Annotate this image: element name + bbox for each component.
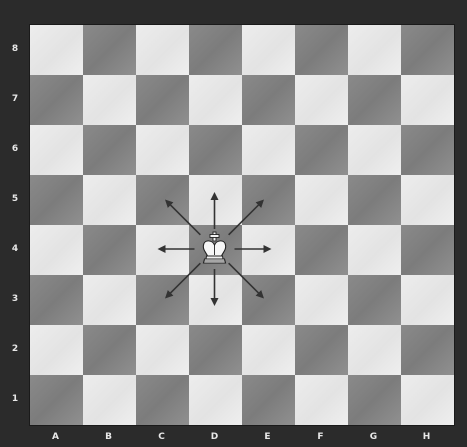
- rank-label-5: 5: [9, 193, 21, 205]
- square-c3[interactable]: [136, 275, 189, 325]
- square-a1[interactable]: [30, 375, 83, 425]
- square-e2[interactable]: [242, 325, 295, 375]
- square-g3[interactable]: [348, 275, 401, 325]
- square-e5[interactable]: [242, 175, 295, 225]
- chessboard: [29, 24, 455, 426]
- square-h8[interactable]: [401, 25, 454, 75]
- square-c4[interactable]: [136, 225, 189, 275]
- square-d2[interactable]: [189, 325, 242, 375]
- file-label-h: H: [400, 431, 453, 443]
- square-e8[interactable]: [242, 25, 295, 75]
- square-f4[interactable]: [295, 225, 348, 275]
- rank-label-6: 6: [9, 143, 21, 155]
- square-e1[interactable]: [242, 375, 295, 425]
- file-label-a: A: [29, 431, 82, 443]
- rank-label-2: 2: [9, 343, 21, 355]
- square-g5[interactable]: [348, 175, 401, 225]
- square-h6[interactable]: [401, 125, 454, 175]
- rank-label-3: 3: [9, 293, 21, 305]
- rank-label-1: 1: [9, 393, 21, 405]
- square-f8[interactable]: [295, 25, 348, 75]
- square-b3[interactable]: [83, 275, 136, 325]
- square-f6[interactable]: [295, 125, 348, 175]
- square-d6[interactable]: [189, 125, 242, 175]
- square-h7[interactable]: [401, 75, 454, 125]
- rank-label-7: 7: [9, 93, 21, 105]
- square-a8[interactable]: [30, 25, 83, 75]
- square-f5[interactable]: [295, 175, 348, 225]
- square-a3[interactable]: [30, 275, 83, 325]
- square-a7[interactable]: [30, 75, 83, 125]
- square-a6[interactable]: [30, 125, 83, 175]
- rank-label-8: 8: [9, 43, 21, 55]
- file-label-d: D: [188, 431, 241, 443]
- square-d8[interactable]: [189, 25, 242, 75]
- square-d7[interactable]: [189, 75, 242, 125]
- square-f3[interactable]: [295, 275, 348, 325]
- square-g4[interactable]: [348, 225, 401, 275]
- square-c5[interactable]: [136, 175, 189, 225]
- square-e3[interactable]: [242, 275, 295, 325]
- file-label-e: E: [241, 431, 294, 443]
- square-d3[interactable]: [189, 275, 242, 325]
- square-f2[interactable]: [295, 325, 348, 375]
- file-label-g: G: [347, 431, 400, 443]
- square-a4[interactable]: [30, 225, 83, 275]
- file-label-f: F: [294, 431, 347, 443]
- square-d1[interactable]: [189, 375, 242, 425]
- square-e6[interactable]: [242, 125, 295, 175]
- square-a5[interactable]: [30, 175, 83, 225]
- square-b6[interactable]: [83, 125, 136, 175]
- square-d5[interactable]: [189, 175, 242, 225]
- square-e4[interactable]: [242, 225, 295, 275]
- square-b8[interactable]: [83, 25, 136, 75]
- square-c7[interactable]: [136, 75, 189, 125]
- square-d4[interactable]: [189, 225, 242, 275]
- square-g7[interactable]: [348, 75, 401, 125]
- square-h2[interactable]: [401, 325, 454, 375]
- file-label-c: C: [135, 431, 188, 443]
- square-f7[interactable]: [295, 75, 348, 125]
- square-b1[interactable]: [83, 375, 136, 425]
- square-h1[interactable]: [401, 375, 454, 425]
- square-c2[interactable]: [136, 325, 189, 375]
- square-g6[interactable]: [348, 125, 401, 175]
- rank-label-4: 4: [9, 243, 21, 255]
- square-g8[interactable]: [348, 25, 401, 75]
- square-h3[interactable]: [401, 275, 454, 325]
- square-e7[interactable]: [242, 75, 295, 125]
- file-label-b: B: [82, 431, 135, 443]
- square-b7[interactable]: [83, 75, 136, 125]
- square-a2[interactable]: [30, 325, 83, 375]
- square-h4[interactable]: [401, 225, 454, 275]
- square-c1[interactable]: [136, 375, 189, 425]
- square-h5[interactable]: [401, 175, 454, 225]
- square-g1[interactable]: [348, 375, 401, 425]
- square-c8[interactable]: [136, 25, 189, 75]
- square-g2[interactable]: [348, 325, 401, 375]
- square-b4[interactable]: [83, 225, 136, 275]
- square-b5[interactable]: [83, 175, 136, 225]
- square-b2[interactable]: [83, 325, 136, 375]
- square-f1[interactable]: [295, 375, 348, 425]
- square-c6[interactable]: [136, 125, 189, 175]
